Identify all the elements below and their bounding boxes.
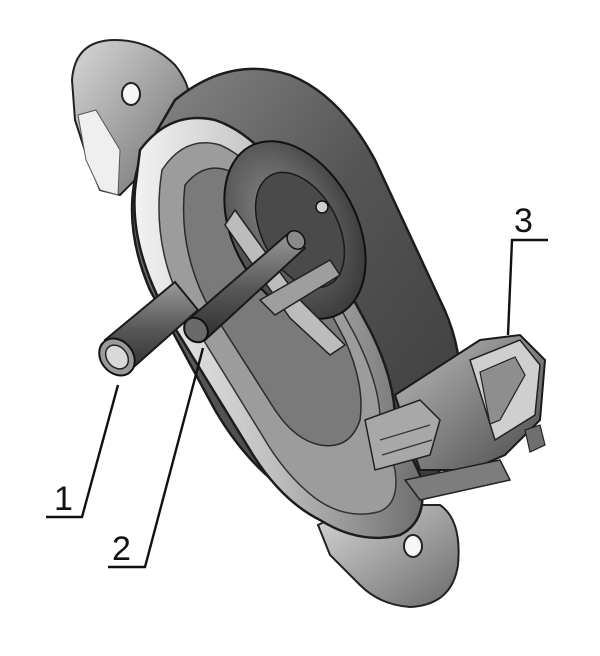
internal-lever [224,208,347,356]
callout-3-label: 3 [514,202,533,240]
top-mounting-hole [121,82,141,106]
callout-1-leader [46,384,120,519]
callout-1-label: 1 [54,480,73,518]
bottom-mounting-hole [403,534,423,558]
inlet-pipe [98,280,200,377]
callout-3-leader [506,238,548,336]
callout-2-leader [108,347,205,569]
electrical-connector [364,333,547,501]
callout-2-label: 2 [112,530,131,568]
gear-hub [315,200,329,214]
